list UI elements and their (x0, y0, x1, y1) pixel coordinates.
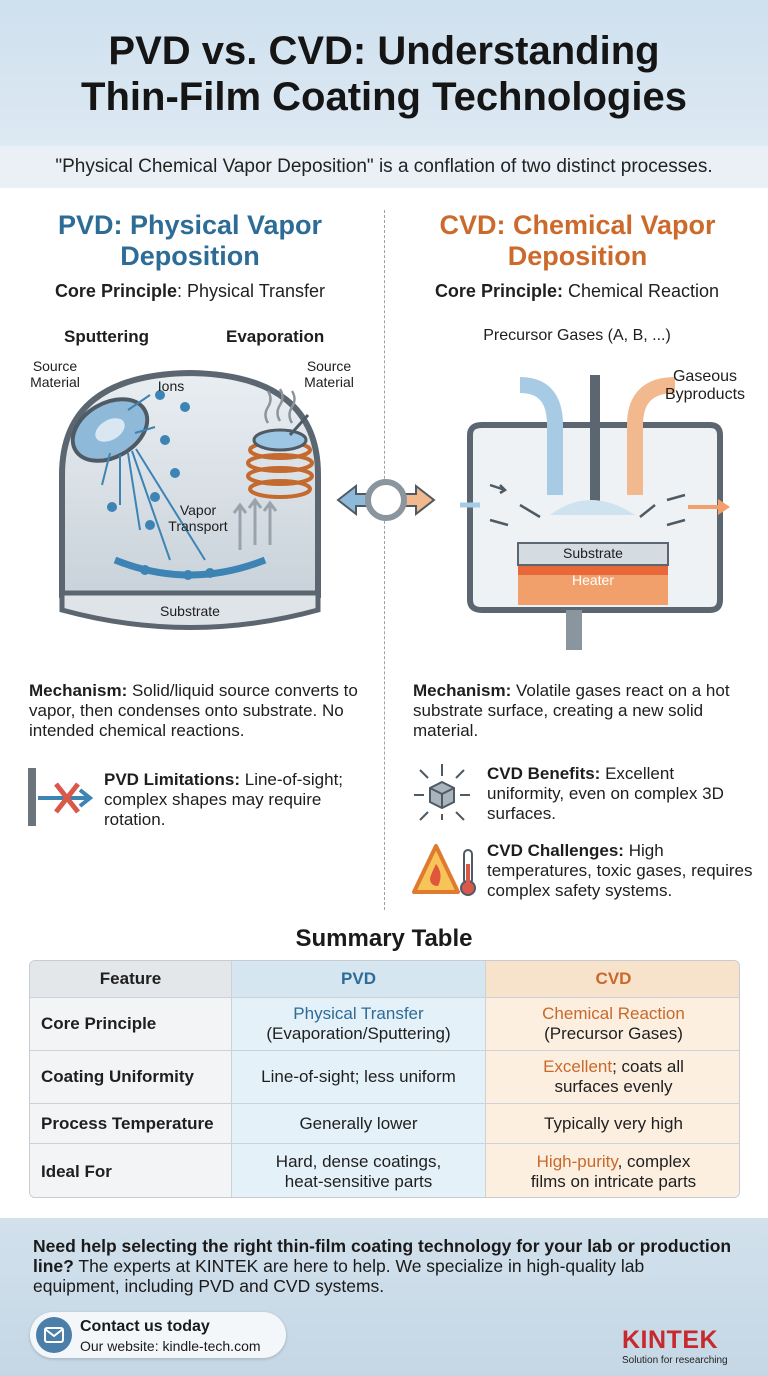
pvd-chamber-diagram (59, 369, 321, 630)
table-row-feature: Coating Uniformity (30, 1051, 232, 1104)
table-cell-cvd: Chemical Reaction(Precursor Gases) (486, 998, 739, 1051)
cvd-challenges: CVD Challenges: High temperatures, toxic… (487, 841, 753, 900)
vapor-transport-label: Vapor Transport (168, 502, 228, 534)
header: PVD vs. CVD: Understanding Thin-Film Coa… (0, 0, 768, 146)
subtitle: "Physical Chemical Vapor Deposition" is … (0, 146, 768, 188)
table-row-feature: Core Principle (30, 998, 232, 1051)
table-header-cvd: CVD (486, 961, 739, 998)
table-header-feature: Feature (30, 961, 232, 998)
cvd-title: CVD: Chemical Vapor Deposition (439, 210, 716, 271)
gaseous-byproducts-label: Gaseous Byproducts (664, 368, 746, 403)
table-header-pvd: PVD (232, 961, 486, 998)
cvd-mechanism: Mechanism: Volatile gases react on a hot… (413, 681, 730, 740)
pvd-limitations: PVD Limitations: Line-of-sight; complex … (104, 770, 344, 829)
warning-fire-icon (412, 844, 476, 896)
page-title: PVD vs. CVD: Understanding Thin-Film Coa… (0, 0, 768, 120)
source-material-left-label: Source Material (30, 358, 80, 390)
pvd-substrate-label: Substrate (160, 603, 220, 619)
cvd-substrate-label: Substrate (563, 545, 623, 561)
evaporation-label: Evaporation (226, 327, 325, 346)
summary-title: Summary Table (295, 925, 473, 952)
table-cell-pvd: Generally lower (232, 1104, 486, 1144)
table-cell-pvd: Line-of-sight; less uniform (232, 1051, 486, 1104)
contact-title: Contact us today (80, 1318, 210, 1335)
double-arrow-icon (336, 479, 436, 521)
column-divider (384, 210, 385, 910)
title-line-1: PVD vs. CVD: Understanding (108, 29, 660, 73)
sputtering-label: Sputtering (64, 327, 149, 346)
table-cell-cvd: Excellent; coats all surfaces evenly (486, 1051, 739, 1104)
table-cell-pvd: Physical Transfer(Evaporation/Sputtering… (232, 998, 486, 1051)
table-cell-cvd: High-purity, complex films on intricate … (486, 1144, 739, 1197)
table-row-feature: Process Temperature (30, 1104, 232, 1144)
source-material-right-label: Source Material (304, 358, 354, 390)
uniform-cube-icon (414, 764, 470, 821)
pvd-mechanism: Mechanism: Solid/liquid source converts … (29, 681, 358, 740)
kintek-logo: KINTEK Solution for researching (622, 1326, 762, 1366)
contact-button[interactable]: Contact us today Our website: kindle-tec… (30, 1312, 286, 1358)
ions-label: Ions (157, 378, 185, 394)
brand-tagline: Solution for researching (622, 1355, 728, 1366)
contact-website[interactable]: Our website: kindle-tech.com (80, 1338, 261, 1354)
heater-label: Heater (571, 572, 615, 588)
table-row-feature: Ideal For (30, 1144, 232, 1197)
blocked-line-of-sight-icon (28, 768, 94, 826)
cvd-core-principle: Core Principle: Chemical Reaction (434, 281, 720, 301)
pvd-core-principle: Core Principle: Physical Transfer (54, 281, 326, 301)
pvd-title: PVD: Physical Vapor Deposition (57, 210, 323, 271)
title-line-2: Thin-Film Coating Technologies (81, 75, 687, 119)
envelope-icon (36, 1317, 72, 1353)
cvd-chamber-diagram (460, 375, 730, 650)
footer-text: Need help selecting the right thin-film … (33, 1236, 732, 1296)
cvd-benefits: CVD Benefits: Excellent uniformity, even… (487, 764, 724, 823)
brand-name: KINTEK (622, 1326, 719, 1354)
table-cell-cvd: Typically very high (486, 1104, 739, 1144)
precursor-gases-label: Precursor Gases (A, B, ...) (483, 327, 671, 344)
table-cell-pvd: Hard, dense coatings, heat-sensitive par… (232, 1144, 486, 1197)
summary-table: Feature PVD CVD Core Principle Physical … (29, 960, 740, 1198)
